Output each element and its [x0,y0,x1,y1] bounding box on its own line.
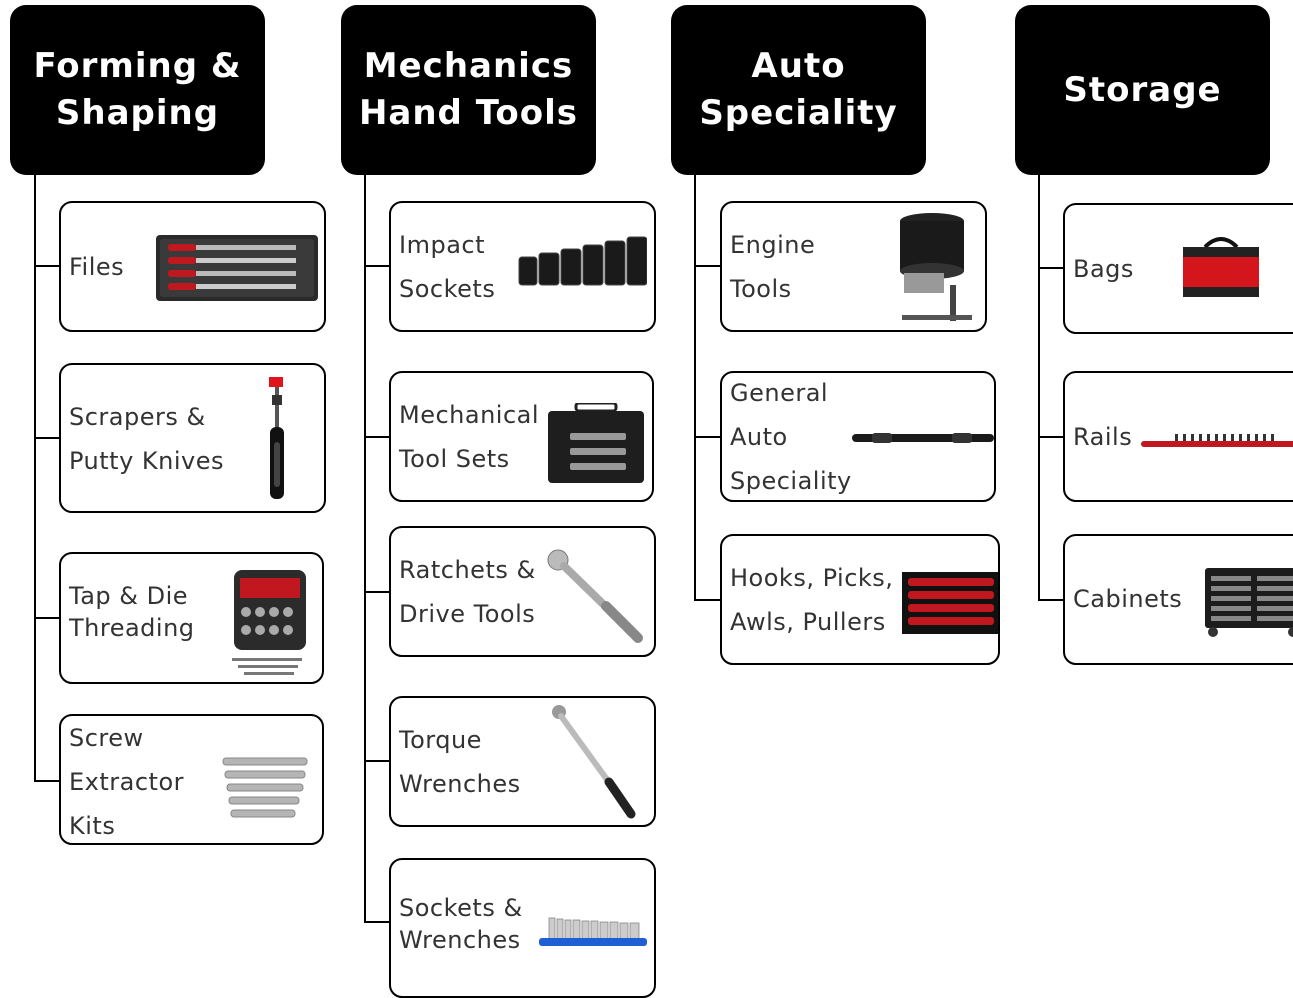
connector-branch [364,591,390,593]
rod-tool-icon [852,433,994,443]
item-card-engine-tools[interactable]: Engine Tools [720,201,987,332]
item-card-scrapers-putty-knives[interactable]: Scrapers & Putty Knives [59,363,326,513]
socket-rail-icon [539,917,647,946]
item-card-files[interactable]: Files [59,201,326,332]
item-card-impact-sockets[interactable]: Impact Sockets [389,201,656,332]
impact-sockets-icon [518,236,647,286]
item-label: Screw Extractor Kits [69,724,185,840]
category-header-mechanics-hand-tools: Mechanics Hand Tools [341,5,596,175]
item-card-screw-extractor-kits[interactable]: Screw Extractor Kits [59,714,324,845]
item-label: Engine Tools [730,231,816,303]
item-card-mechanical-tool-sets[interactable]: Mechanical Tool Sets [389,371,654,502]
item-card-general-auto-speciality[interactable]: General Auto Speciality [720,371,996,502]
screw-extractor-icon [222,757,308,818]
connector-branch [1038,267,1064,269]
item-label: Rails [1073,423,1133,451]
item-label: Cabinets [1073,585,1183,613]
connector-branch [694,265,721,267]
item-card-cabinets[interactable]: Cabinets [1063,534,1293,665]
tool-chest-icon [548,403,644,483]
item-card-bags[interactable]: Bags [1063,203,1293,334]
item-card-hooks-picks-awls-pullers[interactable]: Hooks, Picks, Awls, Pullers [720,534,1000,665]
item-card-rails[interactable]: Rails [1063,371,1293,502]
connector-trunk-storage [1038,175,1040,601]
item-label: Hooks, Picks, Awls, Pullers [730,564,894,636]
piston-ring-compressor-icon [900,213,972,321]
tool-bag-icon [1183,237,1259,297]
item-label: Ratchets & Drive Tools [399,556,536,628]
pick-set-icon [902,572,998,634]
connector-branch [364,265,390,267]
connector-branch [34,780,60,782]
connector-branch [694,436,721,438]
file-set-icon [156,235,318,301]
tool-cabinet-icon [1205,568,1293,637]
item-label: Scrapers & Putty Knives [69,403,225,475]
item-label: Torque Wrenches [399,726,521,798]
item-label: Tap & Die Threading [69,582,195,642]
item-card-sockets-wrenches[interactable]: Sockets & Wrenches [389,858,656,998]
category-header-forming-shaping: Forming & Shaping [10,5,265,175]
connector-branch [1038,599,1064,601]
item-label: Mechanical Tool Sets [399,401,540,473]
tap-die-set-icon [232,570,306,675]
connector-branch [1038,436,1064,438]
item-card-torque-wrenches[interactable]: Torque Wrenches [389,696,656,827]
ratchet-icon [547,549,643,643]
connector-branch [694,599,721,601]
torque-wrench-icon [552,705,636,819]
socket-rail-red-icon [1141,434,1293,447]
item-label: Sockets & Wrenches [399,894,523,954]
connector-trunk-forming [34,175,36,782]
item-label: Bags [1073,255,1134,283]
connector-trunk-auto [694,175,696,601]
connector-branch [364,760,390,762]
item-card-ratchets-drive-tools[interactable]: Ratchets & Drive Tools [389,526,656,657]
item-label: Impact Sockets [399,231,496,303]
connector-branch [364,921,390,923]
scraper-icon [269,377,284,499]
connector-branch [364,436,390,438]
category-header-auto-speciality: Auto Speciality [671,5,926,175]
connector-branch [34,617,60,619]
connector-branch [34,265,60,267]
category-header-storage: Storage [1015,5,1270,175]
item-label: General Auto Speciality [730,379,852,495]
item-label: Files [69,253,125,281]
item-card-tap-die-threading[interactable]: Tap & Die Threading [59,552,324,684]
connector-branch [34,437,60,439]
connector-trunk-mechanics [364,175,366,923]
